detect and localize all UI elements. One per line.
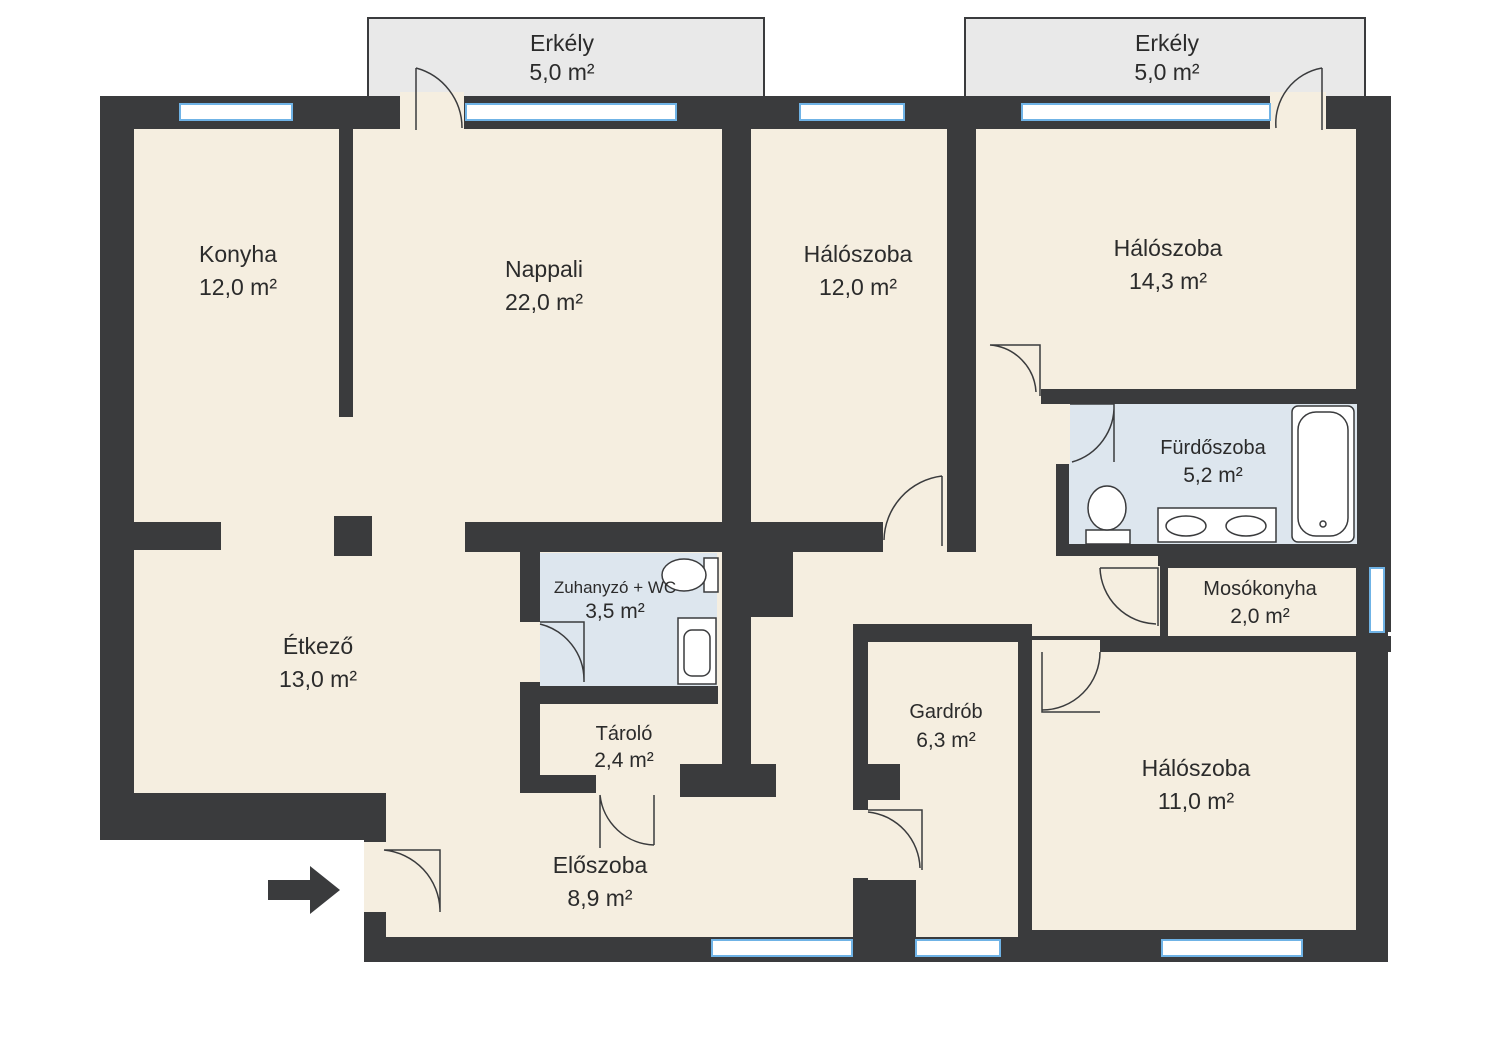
balcony-left bbox=[367, 17, 765, 99]
room-name: Mosókonyha bbox=[1203, 578, 1317, 600]
room-name: Előszoba bbox=[553, 852, 648, 878]
window bbox=[179, 103, 293, 121]
window bbox=[1161, 939, 1303, 957]
room-area: 12,0 m² bbox=[199, 274, 277, 300]
room-name: Hálószoba bbox=[804, 241, 913, 267]
room-name: Hálószoba bbox=[1142, 755, 1251, 781]
room-area: 5,0 m² bbox=[529, 59, 595, 85]
room-name: Étkező bbox=[283, 633, 353, 659]
sink-icon bbox=[1225, 515, 1267, 537]
room-name: Konyha bbox=[199, 241, 277, 267]
room-area: 12,0 m² bbox=[819, 274, 897, 300]
room-area: 8,9 m² bbox=[567, 885, 633, 911]
room-name: Erkély bbox=[1135, 30, 1199, 56]
room-area: 6,3 m² bbox=[916, 729, 976, 752]
room-name: Fürdőszoba bbox=[1160, 437, 1266, 459]
toilet-icon bbox=[1085, 529, 1131, 545]
room-name: Zuhanyzó + WC bbox=[554, 578, 676, 597]
interior-walls bbox=[134, 96, 1391, 962]
window bbox=[915, 939, 1001, 957]
room-area: 2,0 m² bbox=[1230, 605, 1290, 628]
door-swings bbox=[383, 67, 1323, 912]
bathroom-fixtures bbox=[661, 405, 1355, 685]
room-area: 11,0 m² bbox=[1158, 788, 1235, 814]
room-name: Nappali bbox=[505, 256, 583, 282]
window bbox=[1369, 567, 1385, 633]
room-area: 13,0 m² bbox=[279, 666, 357, 692]
window bbox=[465, 103, 677, 121]
room-name: Gardrób bbox=[909, 701, 982, 723]
room-area: 5,0 m² bbox=[1134, 59, 1200, 85]
room-area: 22,0 m² bbox=[505, 289, 583, 315]
room-area: 5,2 m² bbox=[1183, 464, 1243, 487]
room-area: 3,5 m² bbox=[585, 600, 645, 623]
room-name: Tároló bbox=[596, 723, 653, 745]
room-name: Erkély bbox=[530, 30, 594, 56]
window bbox=[711, 939, 853, 957]
sink-icon bbox=[1165, 515, 1207, 537]
door-openings bbox=[364, 92, 1326, 912]
window bbox=[1021, 103, 1271, 121]
room-name: Hálószoba bbox=[1114, 235, 1223, 261]
windows bbox=[179, 103, 1385, 957]
room-area: 2,4 m² bbox=[594, 749, 654, 772]
balcony-right bbox=[964, 17, 1366, 99]
room-area: 14,3 m² bbox=[1129, 268, 1207, 294]
window bbox=[799, 103, 905, 121]
room-labels: Erkély 5,0 m² Erkély 5,0 m² Konyha 12,0 … bbox=[199, 30, 1318, 911]
floor-areas bbox=[134, 129, 1356, 937]
entrance-arrow-icon bbox=[268, 866, 340, 914]
